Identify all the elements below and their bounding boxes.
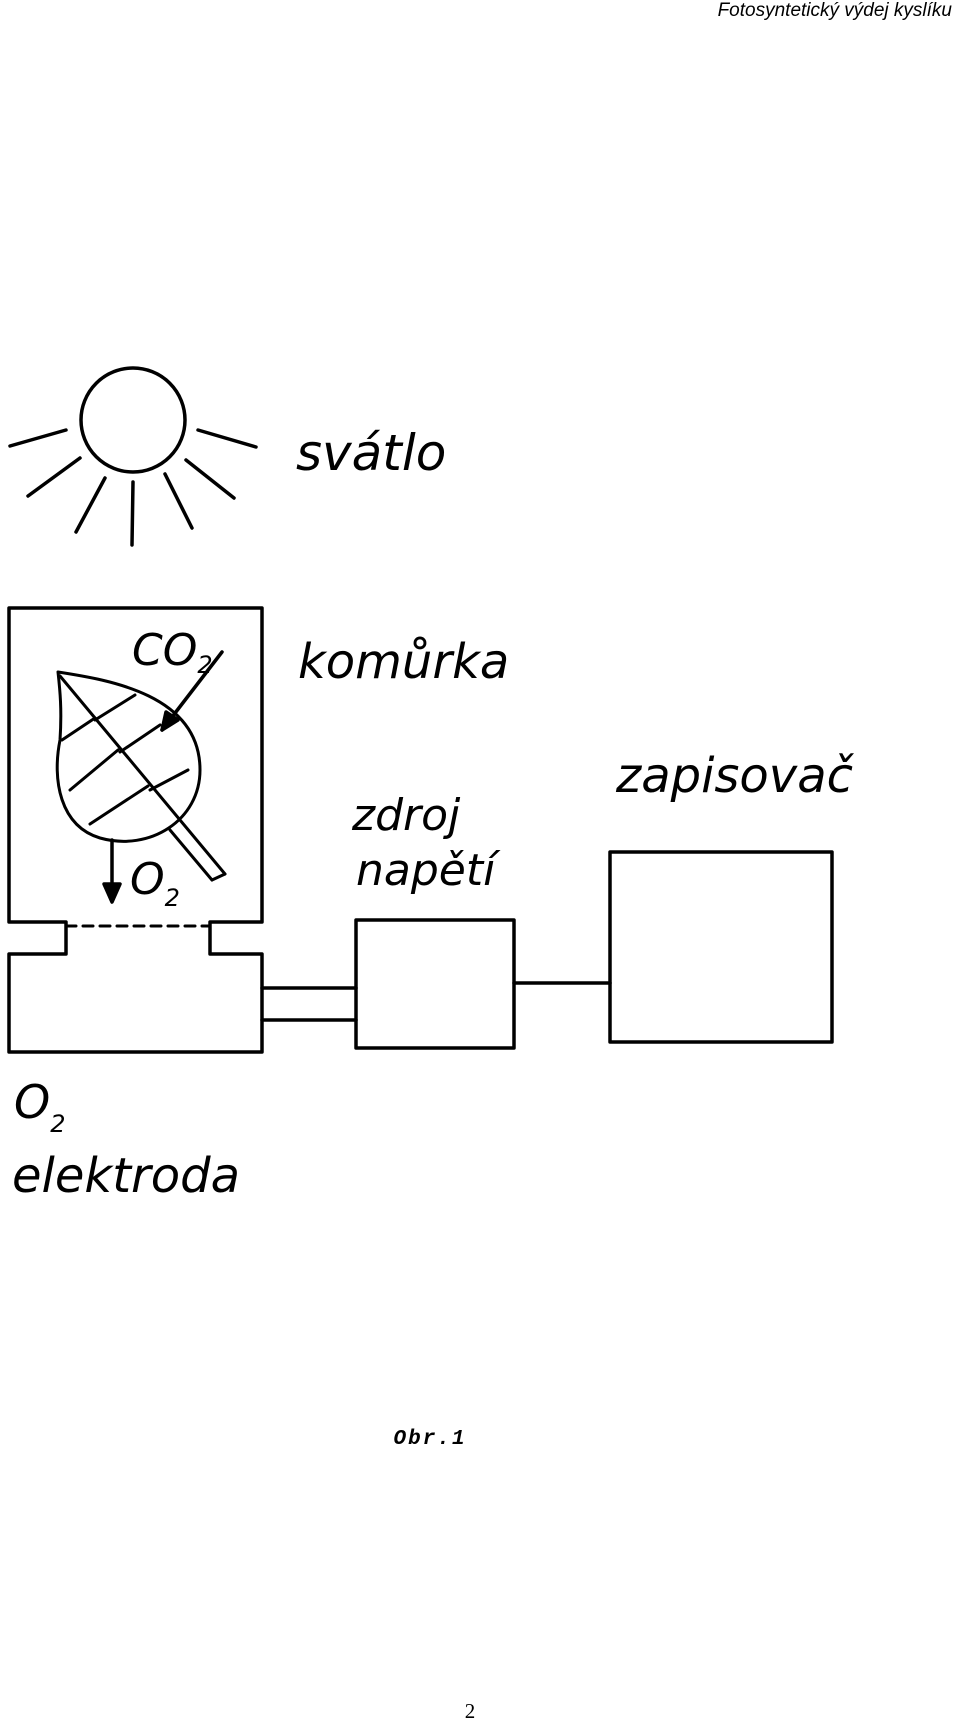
- electrode-o2-label: O2: [14, 1075, 66, 1138]
- electrode-cable: [260, 986, 358, 1022]
- co2-label: CO2: [132, 625, 213, 679]
- power-supply-label-line1: zdroj: [351, 790, 461, 841]
- chamber-label: komůrka: [298, 634, 509, 690]
- o2-label: O2: [130, 854, 180, 912]
- recorder-box: [608, 850, 834, 1044]
- recorder-label: zapisovač: [615, 748, 855, 804]
- page-number: 2: [464, 1699, 476, 1723]
- sun-icon: [8, 366, 258, 547]
- light-label: svátlo: [296, 424, 446, 482]
- co2-arrow: [160, 650, 224, 732]
- chamber-box: [7, 606, 264, 1054]
- experiment-diagram: svátlo CO2 komůrka O2 zdroj napětí zapis…: [7, 366, 855, 1204]
- page-header-title: Fotosyntetický výdej kyslíku: [717, 0, 952, 21]
- o2-arrow: [102, 838, 122, 904]
- power-supply-label-line2: napětí: [356, 845, 501, 896]
- electrode-label: elektroda: [12, 1148, 240, 1204]
- power-supply-box: [354, 918, 516, 1050]
- leaf-icon: [55, 670, 227, 882]
- figure-caption: Obr.1: [393, 1428, 467, 1451]
